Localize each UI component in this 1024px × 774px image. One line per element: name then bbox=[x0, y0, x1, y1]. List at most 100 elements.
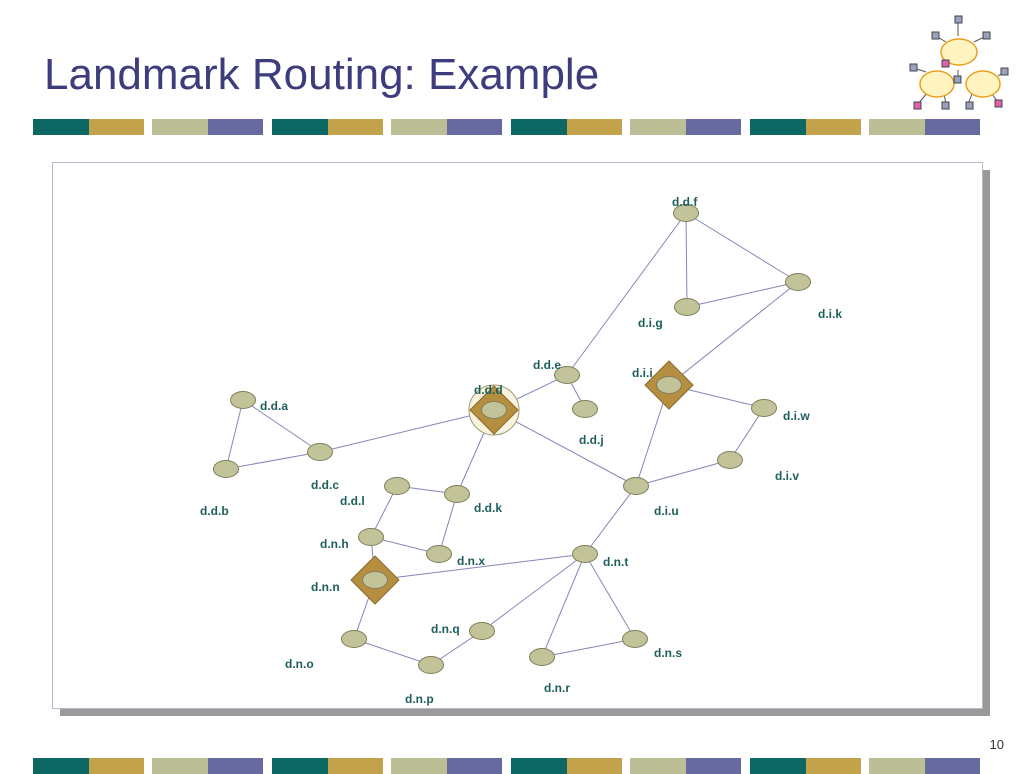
edge-d-d-f-d-i-g bbox=[685, 212, 688, 308]
edge-d-d-f-d-d-e bbox=[566, 212, 687, 376]
node-label-d-n-p: d.n.p bbox=[405, 692, 434, 706]
stripe-segment bbox=[566, 119, 623, 135]
node-label-d-i-k: d.i.k bbox=[818, 307, 842, 321]
stripe-segment bbox=[152, 119, 208, 135]
node-d-d-e[interactable] bbox=[554, 366, 580, 384]
edge-d-n-t-d-n-r bbox=[541, 553, 586, 658]
stripe-segment bbox=[152, 758, 208, 774]
edge-d-d-k-d-n-x bbox=[438, 493, 458, 555]
node-d-n-q[interactable] bbox=[469, 622, 495, 640]
edge-d-d-b-d-d-c bbox=[225, 451, 321, 470]
node-d-n-n[interactable] bbox=[362, 571, 388, 589]
node-label-d-i-w: d.i.w bbox=[783, 409, 810, 423]
edge-d-i-g-d-i-k bbox=[686, 281, 799, 308]
edges-layer bbox=[225, 212, 799, 666]
node-label-d-n-n: d.n.n bbox=[311, 580, 340, 594]
stripe-segment bbox=[391, 119, 447, 135]
edge-d-d-c-d-d-d bbox=[319, 409, 495, 453]
edge-d-d-d-d-i-u bbox=[493, 409, 637, 487]
stripe-segment bbox=[750, 119, 806, 135]
stripe-segment bbox=[869, 758, 925, 774]
node-d-d-f[interactable] bbox=[673, 204, 699, 222]
node-d-i-i[interactable] bbox=[656, 376, 682, 394]
node-label-d-d-k: d.d.k bbox=[474, 501, 502, 515]
decorative-stripe-bottom bbox=[0, 758, 1024, 774]
stripe-segment bbox=[685, 119, 742, 135]
node-d-i-v[interactable] bbox=[717, 451, 743, 469]
stripe-segment bbox=[446, 758, 503, 774]
edge-d-n-o-d-n-p bbox=[353, 638, 432, 666]
edge-d-i-u-d-n-t bbox=[584, 485, 637, 555]
node-label-d-n-s: d.n.s bbox=[654, 646, 682, 660]
node-d-d-c[interactable] bbox=[307, 443, 333, 461]
network-cloud-logo bbox=[909, 15, 1009, 110]
edge-d-d-a-d-d-b bbox=[225, 399, 244, 470]
stripe-segment bbox=[869, 119, 925, 135]
stripe-segment bbox=[88, 758, 145, 774]
node-label-d-i-i: d.i.i bbox=[632, 366, 653, 380]
node-label-d-i-g: d.i.g bbox=[638, 316, 663, 330]
stripe-segment bbox=[566, 758, 623, 774]
node-label-d-i-u: d.i.u bbox=[654, 504, 679, 518]
diagram-panel bbox=[52, 162, 983, 709]
node-d-n-r[interactable] bbox=[529, 648, 555, 666]
stripe-segment bbox=[446, 119, 503, 135]
stripe-segment bbox=[272, 119, 328, 135]
node-d-d-b[interactable] bbox=[213, 460, 239, 478]
node-label-d-n-r: d.n.r bbox=[544, 681, 570, 695]
page-number: 10 bbox=[989, 737, 1004, 752]
stripe-segment bbox=[33, 758, 89, 774]
stripe-segment bbox=[630, 119, 686, 135]
node-d-i-k[interactable] bbox=[785, 273, 811, 291]
node-d-n-x[interactable] bbox=[426, 545, 452, 563]
labels-layer: d.d.f d.i.k d.i.g d.d.e d.i.i d.d.d d.d.j d.i.w… bbox=[200, 195, 842, 706]
edge-d-n-n-d-n-t bbox=[374, 553, 586, 581]
edge-d-n-t-d-n-s bbox=[584, 553, 636, 640]
stripe-segment bbox=[33, 119, 89, 135]
edge-d-n-r-d-n-s bbox=[541, 638, 636, 658]
stripe-segment bbox=[327, 758, 384, 774]
node-d-i-u[interactable] bbox=[623, 477, 649, 495]
nodes-layer bbox=[213, 204, 811, 674]
node-label-d-d-b: d.d.b bbox=[200, 504, 229, 518]
stripe-segment bbox=[805, 758, 862, 774]
node-label-d-d-f: d.d.f bbox=[672, 195, 698, 209]
node-d-d-a[interactable] bbox=[230, 391, 256, 409]
node-d-i-w[interactable] bbox=[751, 399, 777, 417]
stripe-segment bbox=[685, 758, 742, 774]
stripe-segment bbox=[511, 119, 567, 135]
stripe-segment bbox=[924, 119, 981, 135]
node-d-n-s[interactable] bbox=[622, 630, 648, 648]
node-label-d-n-t: d.n.t bbox=[603, 555, 628, 569]
node-d-d-k[interactable] bbox=[444, 485, 470, 503]
slide-title: Landmark Routing: Example bbox=[44, 50, 600, 99]
node-label-d-d-e: d.d.e bbox=[533, 358, 561, 372]
node-d-n-t[interactable] bbox=[572, 545, 598, 563]
stripe-segment bbox=[630, 758, 686, 774]
stripe-segment bbox=[207, 119, 264, 135]
edge-d-n-t-d-n-q bbox=[481, 553, 586, 632]
node-label-d-n-h: d.n.h bbox=[320, 537, 349, 551]
node-d-d-d[interactable] bbox=[481, 401, 507, 419]
node-d-i-g[interactable] bbox=[674, 298, 700, 316]
node-label-d-n-o: d.n.o bbox=[285, 657, 314, 671]
edge-d-i-w-d-i-v bbox=[729, 407, 765, 461]
edge-d-d-f-d-i-k bbox=[685, 212, 799, 283]
stripe-segment bbox=[272, 758, 328, 774]
node-label-d-d-d: d.d.d bbox=[474, 383, 503, 397]
edge-d-i-v-d-i-u bbox=[635, 459, 731, 487]
stripe-segment bbox=[924, 758, 981, 774]
stripe-segment bbox=[207, 758, 264, 774]
node-d-n-h[interactable] bbox=[358, 528, 384, 546]
node-d-n-o[interactable] bbox=[341, 630, 367, 648]
stripe-segment bbox=[391, 758, 447, 774]
node-d-n-p[interactable] bbox=[418, 656, 444, 674]
node-label-d-d-c: d.d.c bbox=[311, 478, 339, 492]
node-label-d-n-x: d.n.x bbox=[457, 554, 485, 568]
node-label-d-d-j: d.d.j bbox=[579, 433, 604, 447]
edge-d-i-k-d-i-i bbox=[668, 281, 799, 386]
node-d-d-l[interactable] bbox=[384, 477, 410, 495]
node-d-d-j[interactable] bbox=[572, 400, 598, 418]
stripe-segment bbox=[750, 758, 806, 774]
